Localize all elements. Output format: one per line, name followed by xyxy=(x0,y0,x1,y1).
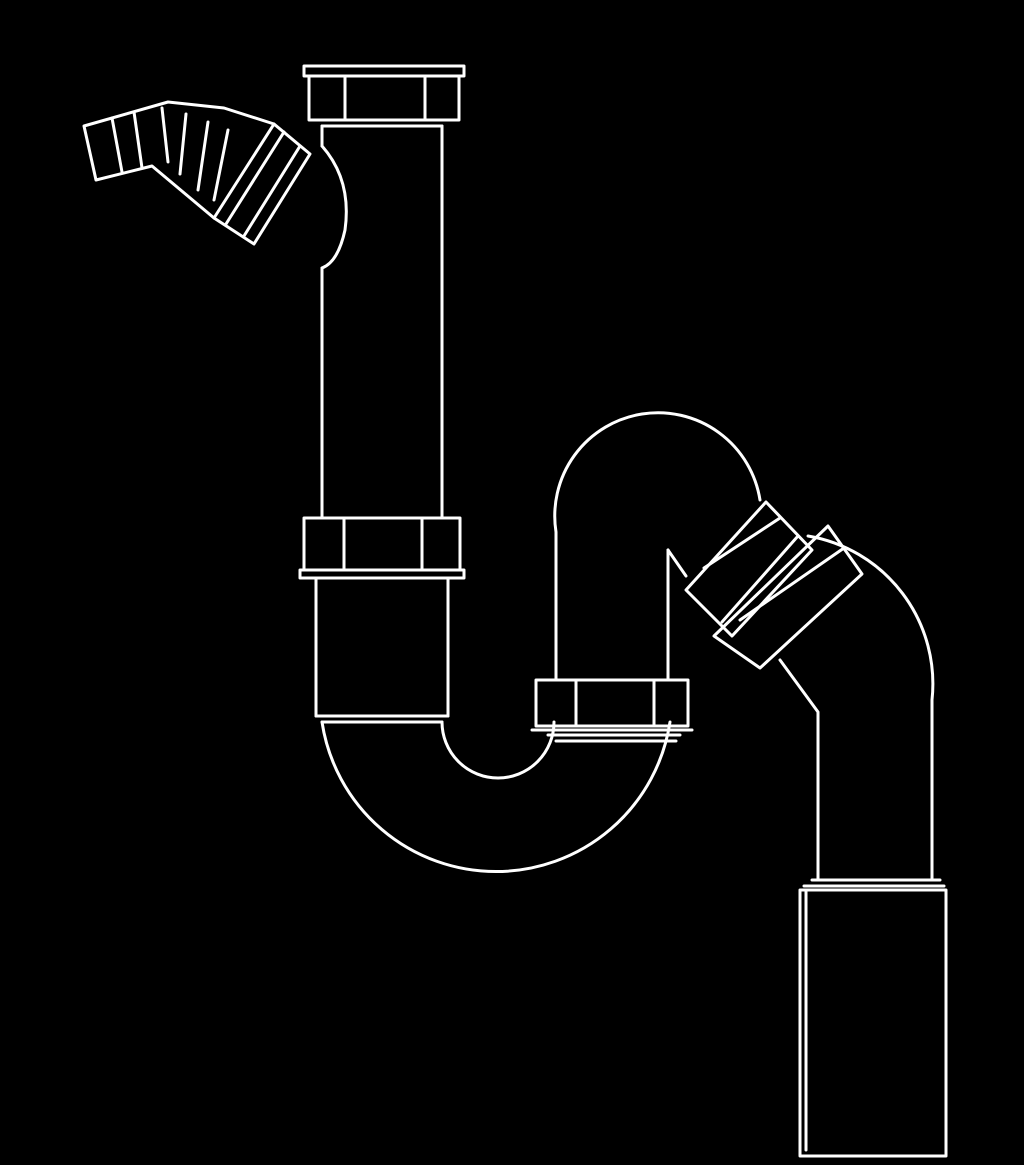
hose-connector xyxy=(82,100,276,220)
vertical-tailpiece xyxy=(318,118,446,520)
elbow-nut-lower xyxy=(712,524,864,670)
drawing xyxy=(82,64,948,1158)
p-trap-bend xyxy=(320,720,672,874)
outlet-elbow xyxy=(778,534,935,882)
trap-outlet-nut xyxy=(530,678,694,743)
branch-nut xyxy=(212,122,312,246)
trap-return-bend xyxy=(553,411,762,682)
side-branch xyxy=(320,144,348,270)
middle-nut xyxy=(298,516,466,718)
elbow-nut-upper xyxy=(684,500,814,638)
outlet-pipe xyxy=(798,878,948,1158)
